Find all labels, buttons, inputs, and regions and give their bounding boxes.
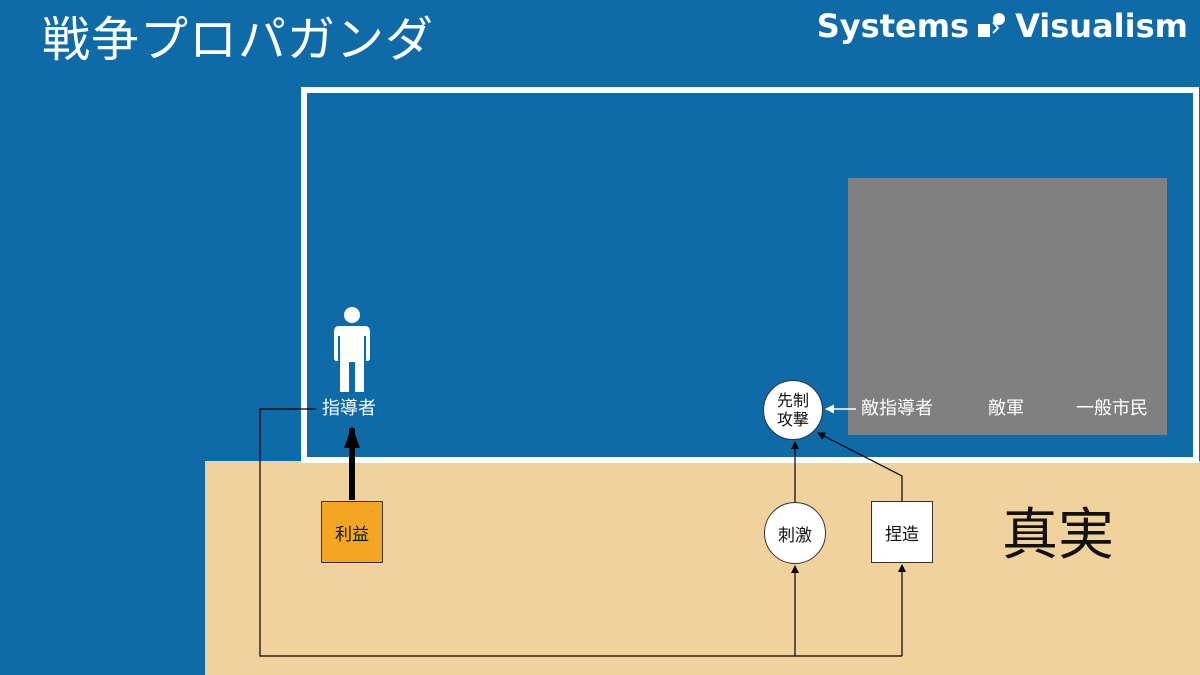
fabrication-node: 捏造 <box>871 501 933 563</box>
enemy-leader-label: 敵指導者 <box>861 398 933 419</box>
person-icon <box>334 307 370 392</box>
stimulus-label: 刺激 <box>778 525 812 546</box>
leader-label: 指導者 <box>322 398 376 419</box>
systems-visualism-logo-icon <box>978 13 1006 37</box>
truth-region <box>205 461 1200 675</box>
interest-node: 利益 <box>321 501 383 563</box>
preemptive-strike-node: 先制 攻撃 <box>763 380 823 440</box>
preemptive-strike-line1: 先制 <box>776 391 809 410</box>
leader-loop-line <box>259 408 902 657</box>
fabrication-to-strike-arrow <box>817 432 903 501</box>
preemptive-strike-line2: 攻撃 <box>776 410 809 429</box>
interest-label: 利益 <box>335 524 369 545</box>
civilians-label: 一般市民 <box>1076 398 1148 419</box>
brand-text-systems: Systems <box>816 7 970 45</box>
enemy-area <box>848 178 1167 435</box>
page-title: 戦争プロパガンダ <box>42 12 435 68</box>
perception-frame <box>301 87 1199 463</box>
stimulus-node: 刺激 <box>764 502 826 564</box>
fabrication-label: 捏造 <box>885 524 919 545</box>
brand-text-visualism: Visualism <box>1015 7 1188 45</box>
brand-logo: Systems Visualism <box>817 6 1188 46</box>
enemy-army-label: 敵軍 <box>988 398 1024 419</box>
truth-label: 真実 <box>1002 503 1114 568</box>
